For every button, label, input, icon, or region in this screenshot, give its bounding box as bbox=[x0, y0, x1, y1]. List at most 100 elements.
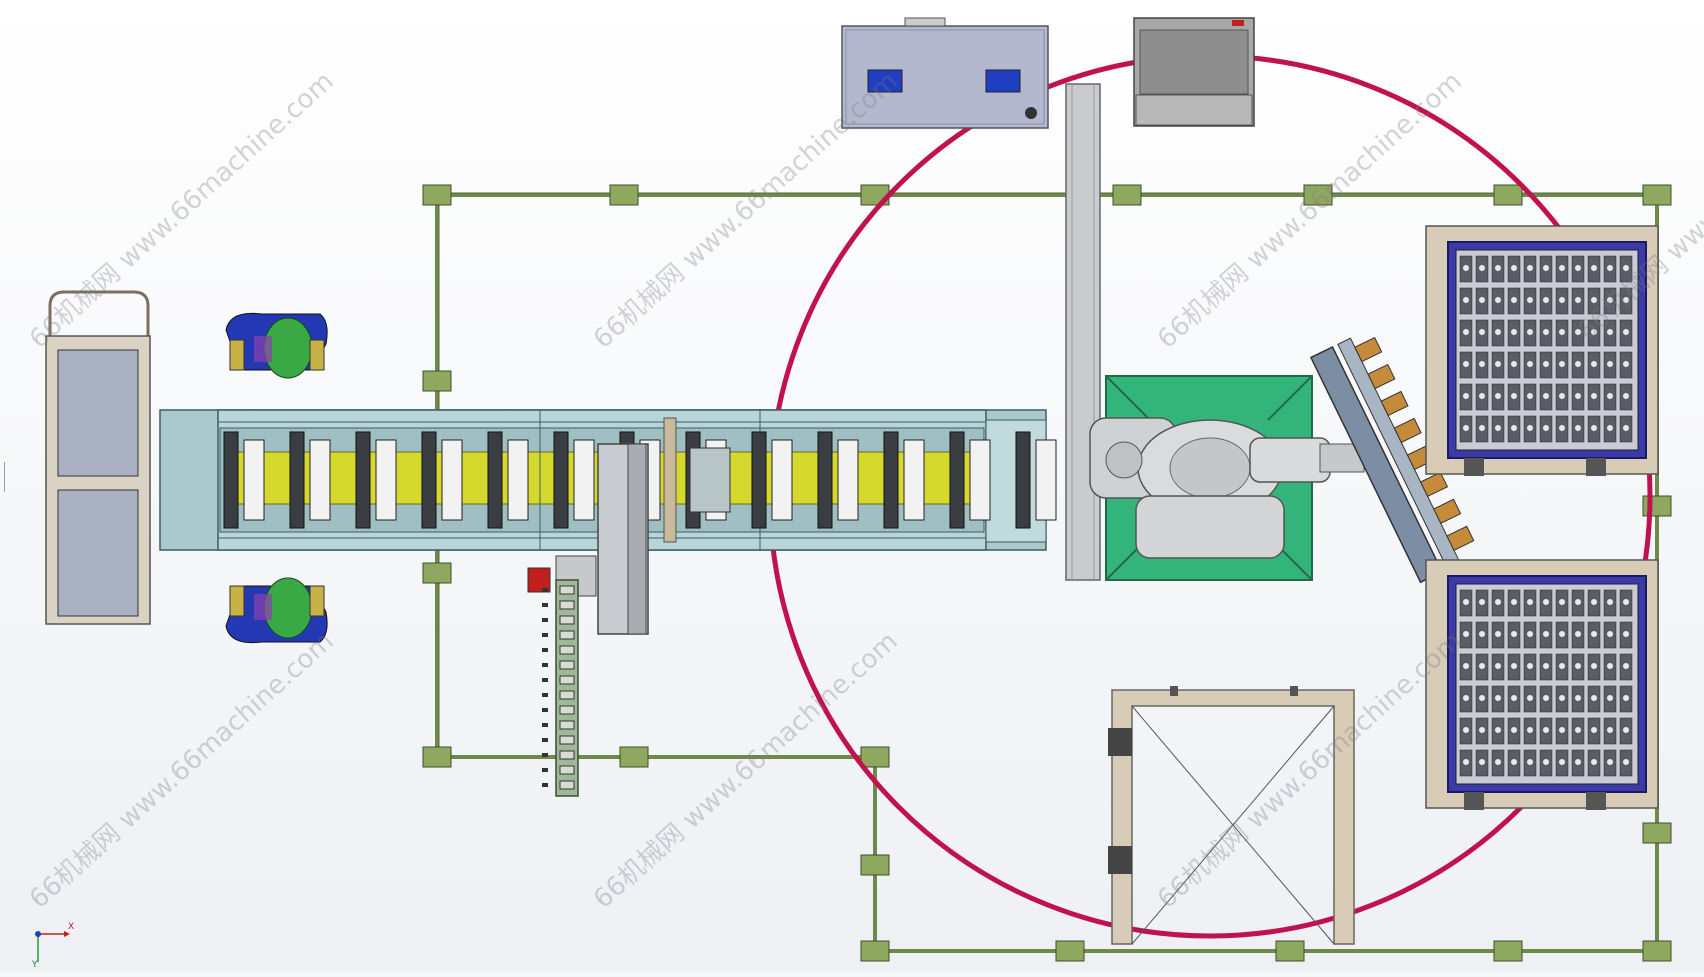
pallet-cell-dot bbox=[1479, 759, 1485, 765]
pallet-cell-dot bbox=[1543, 361, 1549, 367]
pallet-cell-dot bbox=[1559, 759, 1565, 765]
pallet-cell-dot bbox=[1543, 631, 1549, 637]
conveyor-fixtures bbox=[223, 431, 1057, 529]
fence-post bbox=[1493, 184, 1523, 206]
pallet-cell-dot bbox=[1623, 631, 1629, 637]
pallet-cell-dot bbox=[1575, 361, 1581, 367]
pallet-cell-dot bbox=[1495, 727, 1501, 733]
pallet-cell-dot bbox=[1623, 599, 1629, 605]
pallet-cell-dot bbox=[1623, 393, 1629, 399]
pallet-cell-dot bbox=[1623, 361, 1629, 367]
conveyor-fixture bbox=[1015, 431, 1031, 529]
fence-post bbox=[1642, 822, 1672, 844]
pallet-cell-dot bbox=[1623, 329, 1629, 335]
chain-pin bbox=[542, 693, 548, 697]
pallet-stations bbox=[1425, 225, 1659, 810]
pallet-cell-dot bbox=[1575, 695, 1581, 701]
pallet-cell-dot bbox=[1543, 329, 1549, 335]
pallet-cell-dot bbox=[1463, 631, 1469, 637]
coordinate-triad: X Y bbox=[30, 918, 80, 972]
pallet-cell-dot bbox=[1463, 425, 1469, 431]
pallet-cell-dot bbox=[1559, 297, 1565, 303]
operator-top bbox=[225, 312, 328, 379]
chain-pin bbox=[542, 618, 548, 622]
conveyor-fixture bbox=[421, 431, 437, 529]
pallet-cell-dot bbox=[1495, 599, 1501, 605]
pallet-cell-dot bbox=[1543, 297, 1549, 303]
transfer-unit bbox=[527, 443, 649, 797]
pallet-foot bbox=[1586, 792, 1606, 810]
pallet-cell-dot bbox=[1559, 631, 1565, 637]
pallet-cell-dot bbox=[1495, 663, 1501, 669]
pallet-cell-dot bbox=[1527, 361, 1533, 367]
pallet-cell-dot bbox=[1479, 329, 1485, 335]
pallet-cell-dot bbox=[1527, 329, 1533, 335]
fence-post bbox=[1493, 940, 1523, 962]
fence-post bbox=[1642, 940, 1672, 962]
pallet-cell-dot bbox=[1575, 297, 1581, 303]
pallet-cell-dot bbox=[1511, 759, 1517, 765]
pallet-cell-dot bbox=[1559, 329, 1565, 335]
pallet-cell-dot bbox=[1559, 695, 1565, 701]
chain-pin bbox=[542, 753, 548, 757]
pallet-cell-dot bbox=[1607, 631, 1613, 637]
chain-link bbox=[559, 615, 575, 625]
pallet-cell-dot bbox=[1559, 265, 1565, 271]
pallet-cell-dot bbox=[1559, 727, 1565, 733]
chain-link bbox=[559, 585, 575, 595]
pallet-cell-dot bbox=[1511, 695, 1517, 701]
fence-post bbox=[1275, 940, 1305, 962]
gripper-cup bbox=[1354, 336, 1383, 363]
pallet-cell-dot bbox=[1479, 361, 1485, 367]
pallet-cell-dot bbox=[1495, 361, 1501, 367]
chain-pin bbox=[542, 738, 548, 742]
fence-post bbox=[609, 184, 639, 206]
robot-controller bbox=[1133, 17, 1255, 127]
fence-post bbox=[1055, 940, 1085, 962]
chain-pin bbox=[542, 783, 548, 787]
pallet-cell-dot bbox=[1495, 297, 1501, 303]
pallet-cell-dot bbox=[1463, 727, 1469, 733]
operator-bottom bbox=[225, 577, 328, 644]
conveyor-fixture bbox=[949, 431, 965, 529]
conveyor-clamp bbox=[771, 439, 793, 521]
pallet-cell-dot bbox=[1543, 695, 1549, 701]
pallet-cell-dot bbox=[1479, 695, 1485, 701]
pallet-cell-dot bbox=[1463, 361, 1469, 367]
pallet-cell-dot bbox=[1511, 631, 1517, 637]
pallet-cell-dot bbox=[1463, 393, 1469, 399]
pallet-cell-dot bbox=[1495, 695, 1501, 701]
pallet-cell-dot bbox=[1479, 663, 1485, 669]
x-axis-label: X bbox=[68, 922, 75, 932]
pallet-cell-dot bbox=[1527, 297, 1533, 303]
conveyor-clamp bbox=[573, 439, 595, 521]
pallet-cell-dot bbox=[1559, 599, 1565, 605]
pallet-cell-dot bbox=[1591, 663, 1597, 669]
pallet-cell-dot bbox=[1495, 425, 1501, 431]
linear-rail bbox=[1065, 83, 1101, 581]
pallet-cell-dot bbox=[1479, 631, 1485, 637]
pallet-cell-dot bbox=[1479, 599, 1485, 605]
pallet-cell-dot bbox=[1591, 297, 1597, 303]
chain-pin bbox=[542, 603, 548, 607]
pallet-cell-dot bbox=[1463, 663, 1469, 669]
pallet-cell-dot bbox=[1607, 425, 1613, 431]
pallet-cell-dot bbox=[1575, 759, 1581, 765]
chain-pin bbox=[542, 678, 548, 682]
pallet-cell-dot bbox=[1559, 663, 1565, 669]
pallet-foot bbox=[1464, 792, 1484, 810]
pallet-cell-dot bbox=[1559, 361, 1565, 367]
pallet-cell-dot bbox=[1463, 297, 1469, 303]
pallet-cell-dot bbox=[1495, 329, 1501, 335]
pallet-cell-dot bbox=[1463, 759, 1469, 765]
pallet-cell-dot bbox=[1623, 663, 1629, 669]
pallet-cell-dot bbox=[1607, 329, 1613, 335]
pallet-cell-dot bbox=[1527, 663, 1533, 669]
pallet-cell-dot bbox=[1511, 329, 1517, 335]
chain-pin bbox=[542, 633, 548, 637]
pallet-cell-dot bbox=[1575, 663, 1581, 669]
pallet-cell-dot bbox=[1623, 297, 1629, 303]
pallet-cell-dot bbox=[1495, 631, 1501, 637]
